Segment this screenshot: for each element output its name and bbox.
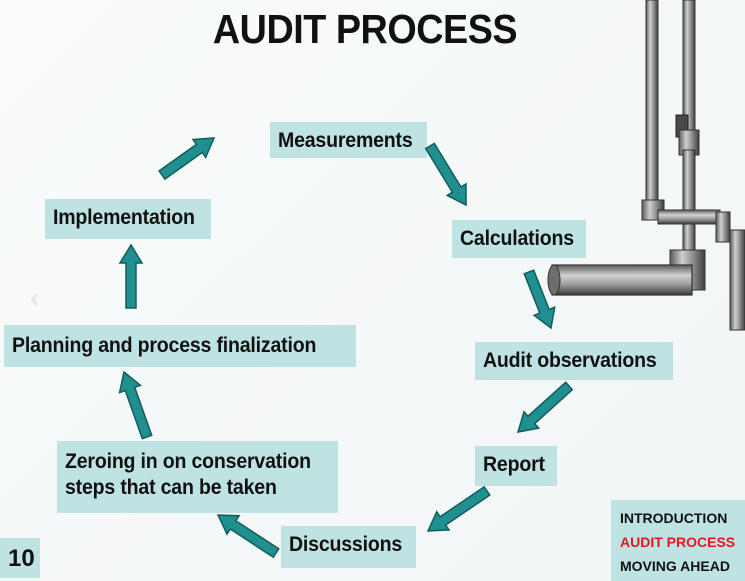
- chevron-left-icon[interactable]: ‹: [30, 282, 40, 313]
- step-label: Report: [483, 453, 545, 476]
- step-discussions: Discussions: [281, 526, 416, 568]
- step-planning: Planning and process finalization: [4, 325, 356, 367]
- step-measurements: Measurements: [270, 122, 427, 158]
- step-report: Report: [475, 446, 557, 486]
- step-label: Discussions: [289, 533, 403, 556]
- step-label-line-1: Zeroing in on conservation: [65, 450, 311, 473]
- arrow-planning-to-implementation: [118, 243, 144, 309]
- arrow-measurements-to-calculations: [424, 142, 467, 207]
- arrow-report-to-discussions: [426, 485, 491, 532]
- arrow-zeroing-to-planning: [118, 370, 153, 440]
- slide-title: AUDIT PROCESS: [212, 6, 518, 52]
- nav-item-audit-process[interactable]: AUDIT PROCESS: [620, 534, 736, 550]
- step-audit-observations: Audit observations: [475, 342, 673, 380]
- step-label: Audit observations: [483, 349, 657, 372]
- step-label-line-2: steps that can be taken: [65, 476, 277, 499]
- step-label: Calculations: [460, 227, 574, 250]
- step-implementation: Implementation: [45, 199, 211, 239]
- step-calculations: Calculations: [452, 220, 586, 258]
- arrow-discussions-to-zeroing: [216, 514, 280, 559]
- step-label: Planning and process finalization: [12, 334, 317, 357]
- page-number: 10: [0, 538, 40, 578]
- section-nav: INTRODUCTION AUDIT PROCESS MOVING AHEAD: [611, 500, 745, 581]
- step-label: Implementation: [53, 206, 195, 229]
- step-zeroing-in: Zeroing in on conservation steps that ca…: [57, 441, 338, 513]
- nav-item-moving-ahead[interactable]: MOVING AHEAD: [620, 558, 730, 574]
- arrow-audit-observations-to-report: [516, 381, 574, 433]
- pipe-illustration: [547, 0, 745, 331]
- nav-item-introduction[interactable]: INTRODUCTION: [620, 510, 728, 526]
- step-label: Measurements: [278, 129, 413, 152]
- arrow-implementation-to-measurements: [158, 137, 216, 181]
